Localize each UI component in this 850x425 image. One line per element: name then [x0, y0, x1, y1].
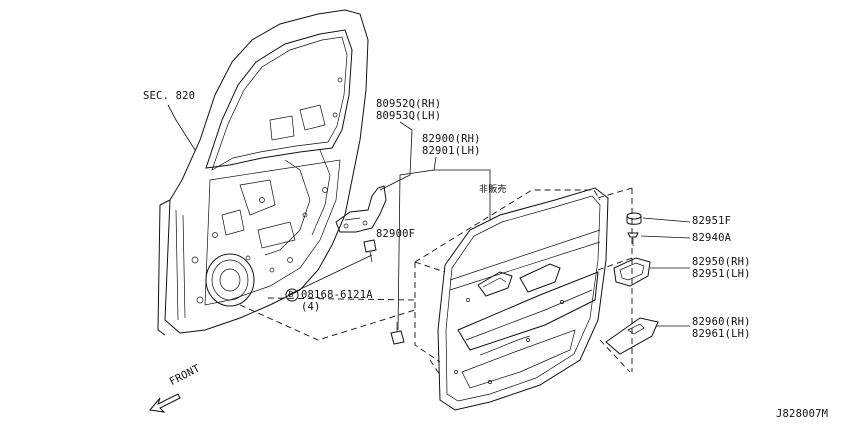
- label-82960: 82960(RH): [692, 316, 751, 328]
- cap-82951f: [626, 212, 642, 225]
- screw-82940a: [627, 232, 639, 246]
- bolt-08168: [363, 239, 377, 263]
- label-80953q: 80953Q(LH): [376, 110, 442, 122]
- leader-lines: [167, 104, 691, 331]
- label-82951: 82951(LH): [692, 268, 751, 280]
- label-bolt-prefix: B: [288, 290, 294, 299]
- bracket-80952q: [335, 185, 387, 233]
- label-82950: 82950(RH): [692, 256, 751, 268]
- label-sec-820: SEC. 820: [143, 90, 196, 102]
- door-frame: [157, 9, 369, 336]
- clip-82900f: [390, 322, 405, 345]
- label-82901: 82901(LH): [422, 145, 481, 157]
- bolt-circle-b: [285, 288, 299, 302]
- label-82900f: 82900F: [376, 228, 416, 240]
- switch-panel-82960: [605, 317, 659, 355]
- label-bolt-code: 08168-6121A: [301, 289, 373, 301]
- label-82900: 82900(RH): [422, 133, 481, 145]
- door-trim-panel: [437, 187, 609, 411]
- diagram-id: J828007M: [776, 408, 829, 420]
- label-82951f: 82951F: [692, 215, 732, 227]
- label-82940a: 82940A: [692, 232, 732, 244]
- label-not-sold: 非販売: [479, 185, 507, 195]
- finisher-82950: [613, 257, 651, 287]
- label-80952q: 80952Q(RH): [376, 98, 442, 110]
- label-82961: 82961(LH): [692, 328, 751, 340]
- label-bolt-qty: (4): [301, 301, 321, 313]
- front-arrow-icon: [149, 393, 181, 413]
